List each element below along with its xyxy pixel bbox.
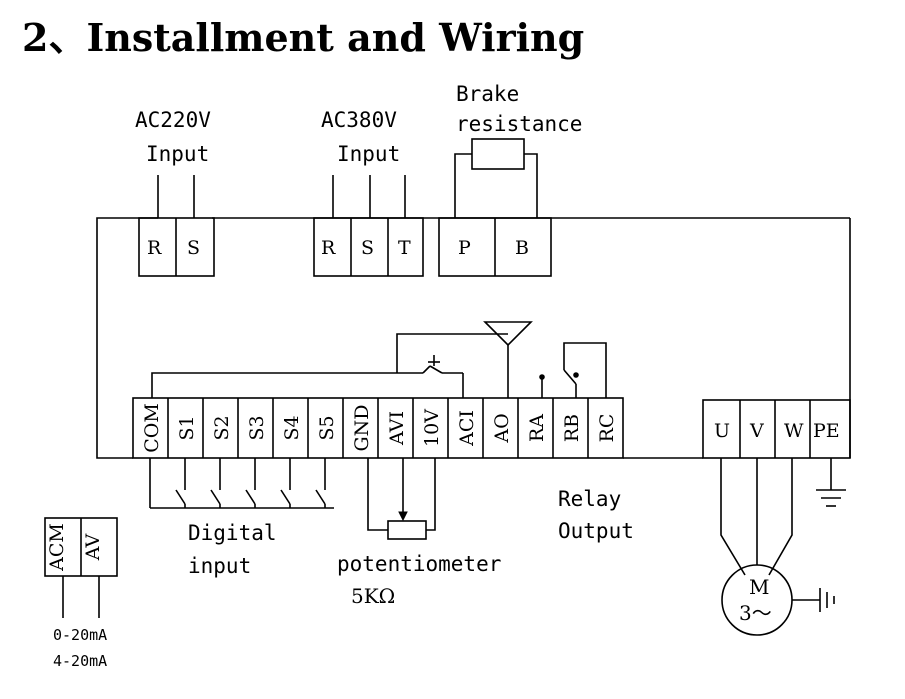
motor-label: M (749, 575, 769, 599)
meter-terminal-av: AV (82, 533, 104, 561)
motor-terminal-u: U (714, 420, 730, 442)
ac380-terminal-t: T (398, 237, 411, 259)
motor-terminal-pe: PE (813, 420, 840, 442)
potentiometer-label: potentiometer (337, 552, 501, 576)
internal-control-wiring (151, 321, 607, 398)
switch-s3 (245, 489, 256, 505)
ac380-terminal-block (313, 217, 424, 277)
meter-group: ACM AV 0-20mA 4-20mA (44, 517, 118, 670)
motor-terminal-v: V (749, 420, 764, 442)
digital-input-label: Digital (188, 521, 277, 545)
page-title: 2、Installment and Wiring (22, 15, 585, 60)
potentiometer-wiper (398, 511, 408, 522)
terminal-s5: S5 (316, 415, 338, 440)
switch-s1 (175, 489, 186, 505)
potentiometer-group: potentiometer 5KΩ (337, 458, 501, 608)
terminal-s4: S4 (281, 415, 303, 440)
potentiometer-symbol (387, 520, 427, 540)
ac220-input-group: AC220V Input R S (135, 108, 215, 277)
terminal-10v: 10V (421, 409, 443, 447)
motor-phase-label: 3～ (739, 601, 772, 625)
relay-output-label: Relay (558, 487, 621, 511)
inverter-body-outline (96, 217, 158, 459)
terminal-com: COM (141, 403, 163, 453)
terminal-s2: S2 (211, 415, 233, 440)
digital-input-switches: Digital input (149, 458, 334, 578)
motor-terminal-block (702, 399, 851, 459)
terminal-avi: AVI (386, 411, 408, 446)
terminal-rb: RB (561, 414, 583, 442)
ac380-terminal-r: R (321, 237, 336, 259)
terminal-ra: RA (526, 414, 548, 442)
meter-range-1: 0-20mA (53, 626, 107, 644)
terminal-s3: S3 (246, 415, 268, 440)
meter-range-2: 4-20mA (53, 652, 107, 670)
potentiometer-value: 5KΩ (351, 584, 395, 608)
switch-s5 (315, 489, 326, 505)
motor-terminal-w: W (784, 420, 804, 442)
brake-resistance-label: resistance (456, 112, 582, 136)
digital-input-label-2: input (188, 554, 251, 578)
relay-contact-ra (539, 374, 545, 380)
ground-icon (816, 458, 846, 507)
brake-wire-p (454, 153, 472, 218)
brake-wire-b (524, 153, 538, 218)
terminal-gnd: GND (351, 404, 373, 451)
ac380-input-label: Input (337, 142, 400, 166)
transistor-base (422, 365, 431, 374)
brake-group: Brake resistance P B (438, 82, 582, 277)
terminal-s1: S1 (176, 415, 198, 440)
ac220-input-label: Input (146, 142, 209, 166)
ac220-label: AC220V (135, 108, 211, 132)
terminal-aci: ACI (456, 410, 478, 447)
terminal-rc: RC (596, 414, 618, 443)
meter-terminal-acm: ACM (46, 523, 68, 572)
brake-terminal-b: B (515, 237, 529, 259)
brake-label: Brake (456, 82, 519, 106)
relay-output-label-2: Output (558, 519, 634, 543)
switch-s4 (280, 489, 291, 505)
ac380-terminal-s: S (361, 237, 374, 259)
control-terminal-strip: COM S1 S2 S3 S4 S5 GND AVI 10V ACI AO RA… (132, 397, 624, 459)
ac220-terminal-s: S (187, 237, 200, 259)
ac380-input-group: AC380V Input R S T (313, 108, 424, 277)
switch-s2 (210, 489, 221, 505)
terminal-ao: AO (491, 413, 513, 443)
relay-switch-arm (563, 369, 577, 385)
ac220-terminal-r: R (147, 237, 162, 259)
ao-output-symbol (483, 321, 533, 347)
ac380-label: AC380V (321, 108, 397, 132)
motor-group: M 3～ (720, 458, 835, 636)
brake-resistor-symbol (471, 138, 525, 170)
motor-terminal-group: U V W PE (702, 399, 851, 459)
brake-terminal-p: P (458, 237, 471, 259)
